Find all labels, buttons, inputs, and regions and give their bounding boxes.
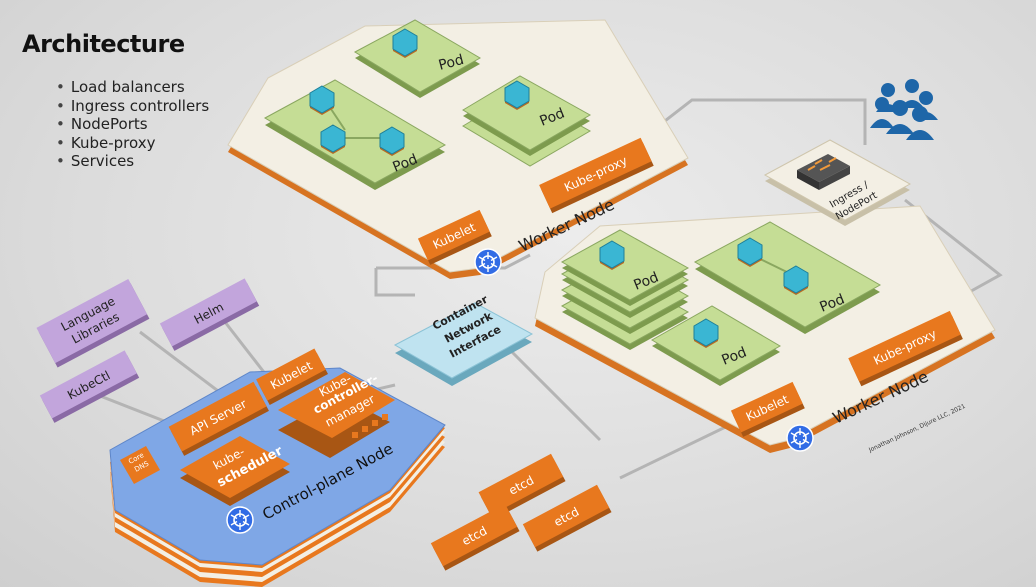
users-group-icon bbox=[870, 79, 938, 140]
network-switch-icon bbox=[797, 154, 850, 190]
kubernetes-logo-icon bbox=[786, 424, 814, 452]
connector-line bbox=[619, 418, 741, 480]
language-libraries-box: Language Libraries bbox=[36, 278, 150, 368]
pod-card: Pod bbox=[263, 79, 447, 190]
bullet-item: Kube-proxy bbox=[56, 134, 209, 153]
connector-line bbox=[223, 321, 272, 381]
bullet-list: Load balancers Ingress controllers NodeP… bbox=[56, 78, 209, 171]
bullet-item: Load balancers bbox=[56, 78, 209, 97]
kube-proxy-box: Kube-proxy bbox=[539, 137, 654, 214]
copyright-text: Jonathan Johnson, Dijure LLC, 2021 bbox=[867, 403, 967, 454]
kubernetes-logo-icon bbox=[474, 248, 502, 276]
cni-box: Container Network Interface bbox=[393, 292, 534, 386]
pod-card: Pod bbox=[693, 221, 882, 334]
api-server-box: API Server bbox=[168, 381, 269, 456]
ingress-nodeport: Ingress / NodePort bbox=[763, 139, 912, 226]
etcd-box: etcd bbox=[522, 484, 612, 552]
pod-card: Pod bbox=[651, 305, 781, 386]
slide-title: Architecture bbox=[22, 30, 185, 58]
worker-node-bottom: Pod Pod Pod Kube-proxy Kubelet bbox=[534, 205, 996, 454]
helm-box: Helm bbox=[159, 278, 260, 351]
pod-label: Pod bbox=[437, 52, 466, 74]
scheduler-box: kube- scheduler bbox=[180, 436, 290, 506]
connector-line bbox=[376, 253, 531, 270]
core-dns-box: Core DNS bbox=[120, 446, 160, 484]
bullet-item: NodePorts bbox=[56, 115, 209, 134]
pod-card: Pod bbox=[353, 19, 482, 98]
pod-card-stack: Pod bbox=[462, 75, 592, 167]
etcd-box: etcd bbox=[430, 503, 520, 571]
etcd-box: etcd bbox=[478, 453, 566, 520]
connector-line bbox=[139, 330, 231, 402]
kubernetes-logo-icon bbox=[226, 506, 254, 534]
connector-line bbox=[508, 348, 602, 442]
connector-line bbox=[374, 268, 415, 297]
bullet-item: Ingress controllers bbox=[56, 97, 209, 116]
bullet-item: Services bbox=[56, 152, 209, 171]
pod-card-stack: Pod bbox=[560, 229, 690, 350]
control-plane-node: API Server Kubelet Kube- controller- man… bbox=[109, 348, 446, 587]
worker-node-top: Pod Pod Pod Kube-proxy bbox=[227, 19, 689, 279]
